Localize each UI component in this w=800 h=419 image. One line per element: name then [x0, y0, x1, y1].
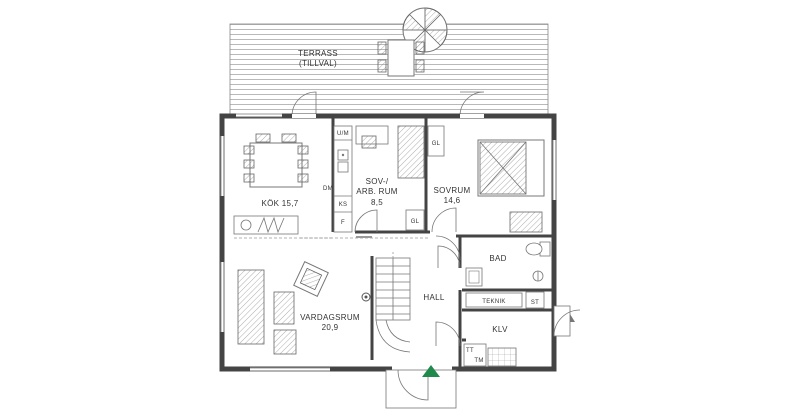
- office-area: 8,5: [371, 198, 383, 207]
- desk-chair: [361, 135, 377, 149]
- laundry-machines: [463, 343, 487, 367]
- side-door-arrow-icon: [570, 314, 575, 322]
- armchair: [293, 261, 329, 297]
- utility-room: TEKNIK ST: [465, 291, 545, 309]
- entrance-door-arc: [397, 369, 429, 401]
- fixture-f: F: [341, 220, 345, 226]
- terrace-door-right: [459, 91, 485, 117]
- washbasin-icon: [465, 267, 483, 287]
- hob-icon: [240, 219, 252, 231]
- hall-door-arc: [435, 235, 461, 261]
- hall: HALL: [300, 235, 461, 353]
- terrace-table: [377, 39, 425, 77]
- side-door-step: [553, 305, 571, 337]
- closet-door-arc: [435, 321, 461, 347]
- fireplace-icon: [361, 292, 371, 302]
- office-label-2: ARB. RUM: [356, 187, 398, 196]
- fixture-gl-bedroom: GL: [432, 141, 441, 147]
- hall-label: HALL: [423, 293, 444, 302]
- living-room: VARDAGSRUM 20,9: [237, 261, 360, 355]
- coffee-table: [273, 291, 295, 325]
- divider-line: [356, 236, 372, 238]
- entrance-arrow-icon: [422, 365, 440, 377]
- utility-label: TEKNIK: [482, 299, 505, 305]
- closet: KLV TT TM: [435, 305, 581, 367]
- fixture-st: ST: [531, 300, 539, 306]
- office-bed: [397, 125, 425, 179]
- living-area: 20,9: [322, 323, 339, 332]
- bathroom-label: BAD: [489, 254, 506, 263]
- office-wardrobe: [405, 209, 425, 231]
- entrance: [385, 365, 457, 409]
- entrance-porch: [385, 369, 457, 409]
- bedroom-wardrobe: [427, 125, 445, 157]
- st-cabinet: [525, 291, 545, 309]
- dining-chairs: [243, 133, 309, 183]
- sofa: [237, 269, 265, 345]
- interior-walls: [331, 118, 552, 368]
- sink-icon: [337, 149, 349, 173]
- living-label: VARDAGSRUM: [300, 313, 360, 322]
- fixture-tt: TT: [466, 348, 474, 354]
- terrace-door-left: [291, 91, 317, 117]
- kitchen: KÖK 15,7 U/M DM KS F: [233, 125, 353, 239]
- closet-label: KLV: [492, 325, 508, 334]
- bedroom-label: SOVRUM: [434, 186, 471, 195]
- fixture-dm: DM: [323, 186, 333, 192]
- laundry-sink: [487, 347, 517, 367]
- bedroom-chair: [509, 211, 543, 233]
- terrace-note: (TILLVAL): [299, 59, 337, 68]
- bedroom-area: 14,6: [444, 196, 461, 205]
- side-chair: [273, 329, 297, 355]
- fixture-ks: KS: [339, 202, 348, 208]
- side-door-arc: [553, 309, 581, 337]
- fixture-um: U/M: [337, 131, 349, 137]
- dining-table: [249, 142, 303, 188]
- bedroom-office: SOV-/ ARB. RUM 8,5 GL: [354, 125, 425, 233]
- bath-door-arc: [437, 245, 461, 269]
- double-bed: [477, 139, 545, 197]
- office-door-arc: [354, 209, 378, 233]
- toilet-icon: [525, 241, 551, 257]
- bathroom: BAD: [437, 241, 551, 287]
- terrace-label: TERRASS: [298, 49, 338, 58]
- fixture-tm: TM: [474, 358, 483, 364]
- bedroom-door-arc: [431, 207, 457, 233]
- kitchen-label: KÖK 15,7: [261, 199, 298, 208]
- fixture-gl-office: GL: [411, 219, 420, 225]
- terrace: TERRASS (TILLVAL): [229, 7, 549, 117]
- zigzag-mark: [257, 216, 285, 234]
- bedroom: GL SOVRUM 14,6: [427, 125, 545, 233]
- outer-walls: [219, 113, 557, 372]
- staircase: [375, 250, 411, 353]
- kitchen-counter: [333, 125, 353, 233]
- office-label-1: SOV-/: [366, 177, 389, 186]
